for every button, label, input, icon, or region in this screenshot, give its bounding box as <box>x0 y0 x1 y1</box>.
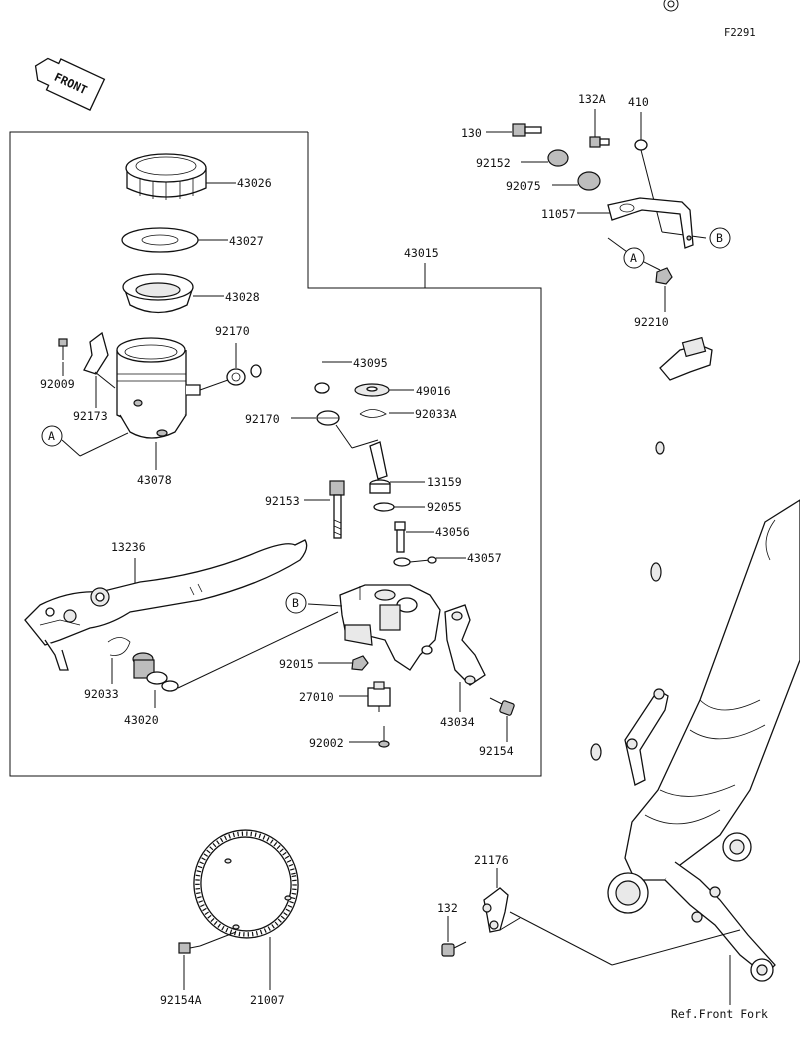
ref-a-text: A <box>48 429 55 443</box>
label-92154A: 92154A <box>160 993 202 1007</box>
grommet-92075-part <box>577 171 601 191</box>
ref-b-marker-right <box>709 227 731 249</box>
label-43057: 43057 <box>467 551 502 565</box>
label-92033: 92033 <box>84 687 119 701</box>
label-21176: 21176 <box>474 853 509 867</box>
hose-fitting-part <box>369 441 391 494</box>
bolt-132a-part <box>589 136 610 148</box>
label-43026: 43026 <box>237 176 272 190</box>
label-92153: 92153 <box>265 494 300 508</box>
label-92170-upper: 92170 <box>215 324 250 338</box>
label-92075: 92075 <box>506 179 541 193</box>
label-43078: 43078 <box>137 473 172 487</box>
label-43034: 43034 <box>440 715 475 729</box>
bleeder-cap-part <box>393 556 437 567</box>
diaphragm-part <box>122 273 194 314</box>
figure-code: F2291 <box>724 27 756 39</box>
label-92009: 92009 <box>40 377 75 391</box>
switch-bracket-part <box>444 604 486 686</box>
label-92002: 92002 <box>309 736 344 750</box>
washer-410-part <box>634 139 648 151</box>
assembly-frame <box>9 131 542 777</box>
bolt-130-part <box>512 123 542 137</box>
ref-b-marker-left <box>285 592 307 614</box>
label-11057: 11057 <box>541 207 576 221</box>
hose-clamp-lower-part <box>316 410 340 426</box>
piston-assembly-part <box>132 652 179 692</box>
reservoir-tank-part <box>116 337 201 439</box>
reservoir-cap-part <box>125 153 207 200</box>
label-49016: 49016 <box>416 384 451 398</box>
label-27010: 27010 <box>299 690 334 704</box>
label-43056: 43056 <box>435 525 470 539</box>
label-92154: 92154 <box>479 744 514 758</box>
front-arrow-icon: FRONT <box>34 57 106 111</box>
label-43020: 43020 <box>124 713 159 727</box>
circlip-92033a-part <box>359 409 387 418</box>
abs-sensor-part <box>482 887 521 933</box>
bolt-132-part <box>441 941 467 957</box>
clamp-bracket-part <box>83 331 116 389</box>
screw-92002-part <box>378 726 390 748</box>
washer-49016-part <box>354 383 390 397</box>
label-43095: 43095 <box>353 356 388 370</box>
reservoir-hose-part <box>250 343 330 394</box>
ref-b-text-right: B <box>716 231 723 245</box>
diaphragm-plate-part <box>121 227 199 253</box>
label-130: 130 <box>461 126 482 140</box>
circlip-92033-part <box>107 637 131 656</box>
master-cylinder-body-part <box>339 584 441 671</box>
label-92170-lower: 92170 <box>245 412 280 426</box>
screw-92154a-part <box>178 942 201 954</box>
label-43027: 43027 <box>229 234 264 248</box>
nut-92210-part <box>655 267 673 285</box>
long-bolt-part <box>329 480 345 539</box>
hose-clamp-upper-part <box>226 368 246 386</box>
label-13159: 13159 <box>427 475 462 489</box>
label-43028: 43028 <box>225 290 260 304</box>
screw-92154-part <box>489 697 515 716</box>
label-92015: 92015 <box>279 657 314 671</box>
bolt-92009-part <box>58 338 68 360</box>
bleeder-screw-part <box>394 521 406 553</box>
label-92033A: 92033A <box>415 407 457 421</box>
o-ring-part <box>373 502 395 512</box>
label-92173: 92173 <box>73 409 108 423</box>
collar-92152-part <box>547 149 569 167</box>
label-132: 132 <box>437 901 458 915</box>
ref-a-marker <box>41 425 63 447</box>
label-92210: 92210 <box>634 315 669 329</box>
mounting-bracket-part <box>607 197 694 249</box>
nut-92015-part <box>351 655 369 671</box>
corner-mark-icon <box>663 0 679 12</box>
label-43015: 43015 <box>404 246 439 260</box>
ref-b-text-left: B <box>292 596 299 610</box>
abs-sensor-cable-part <box>499 336 757 908</box>
ref-a-marker-right <box>623 247 645 269</box>
front-fork-part <box>607 499 800 982</box>
ref-a-text-right: A <box>630 251 637 265</box>
sensor-rotor-part <box>193 829 299 939</box>
label-410: 410 <box>628 95 649 109</box>
label-92152: 92152 <box>476 156 511 170</box>
label-21007: 21007 <box>250 993 285 1007</box>
ref-front-fork-label: Ref.Front Fork <box>671 1007 768 1021</box>
label-92055: 92055 <box>427 500 462 514</box>
label-132A: 132A <box>578 92 606 106</box>
brake-switch-part <box>367 681 391 712</box>
label-13236: 13236 <box>111 540 146 554</box>
brake-lever-part <box>24 539 308 671</box>
